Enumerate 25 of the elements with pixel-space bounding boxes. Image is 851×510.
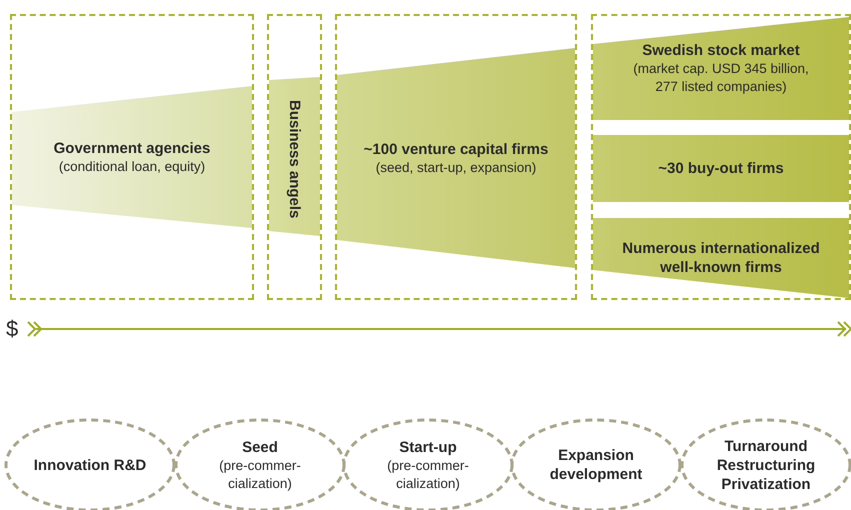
stage-title: Expansion development xyxy=(548,446,644,484)
band-title: Numerous internationalized well-known firms xyxy=(621,239,821,277)
dashed-frame xyxy=(591,14,851,300)
band-note: (seed, start-up, expansion) xyxy=(376,158,536,176)
funnel-band xyxy=(269,77,320,236)
funnel-band xyxy=(593,218,849,298)
band-title: ~30 buy-out firms xyxy=(658,159,784,178)
band-title: ~100 venture capital firms xyxy=(364,140,548,158)
band-note: (conditional loan, equity) xyxy=(58,158,206,176)
stage-title: Start-up xyxy=(399,438,457,456)
band-title: Swedish stock market xyxy=(642,41,800,60)
stage-title: Seed xyxy=(242,438,278,456)
stage-note: (pre-commer- cialization) xyxy=(218,456,302,492)
band-title: Business angels xyxy=(286,100,303,219)
dashed-frame xyxy=(10,14,254,300)
stage-title: Turnaround Restructuring Privatization xyxy=(716,436,816,494)
band-note: (market cap. USD 345 billion, 277 listed companies) xyxy=(632,60,810,96)
dashed-frame xyxy=(335,14,577,300)
stage-note: (pre-commer- cialization) xyxy=(386,456,470,492)
stage-title: Innovation R&D xyxy=(34,456,146,474)
funnel-band xyxy=(593,135,849,202)
band-title: Government agencies xyxy=(54,138,210,158)
currency-label: $ xyxy=(6,316,18,342)
dashed-frame xyxy=(267,14,322,300)
funnel-band xyxy=(593,17,849,120)
